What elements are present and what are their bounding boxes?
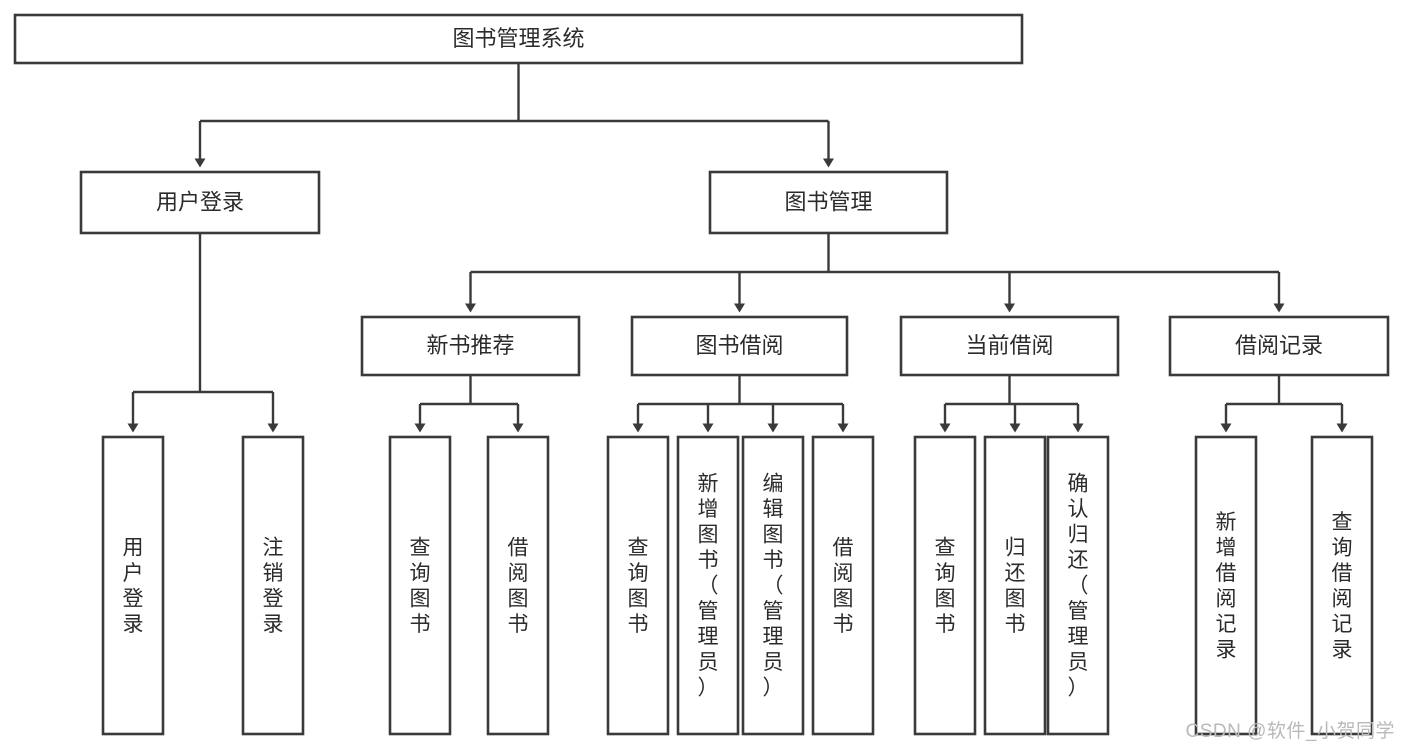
node-label-leaf-add-borrow-record: 新增借阅记录 xyxy=(1216,511,1237,662)
node-label-leaf-confirm-return: 确认归还（管理员） xyxy=(1068,473,1089,700)
node-label-leaf-return-book: 归还图书 xyxy=(1005,536,1026,636)
node-box-leaf-query-book-2 xyxy=(606,435,670,736)
node-leaf-borrow-book-2[interactable]: 借阅图书 xyxy=(811,435,875,736)
node-label-leaf-query-book-2: 查询图书 xyxy=(628,536,649,636)
node-leaf-query-book-1[interactable]: 查询图书 xyxy=(388,435,452,736)
node-leaf-user-login[interactable]: 用户登录 xyxy=(101,435,165,736)
node-new-book-recommend[interactable]: 新书推荐 xyxy=(360,315,581,377)
connector-layer xyxy=(127,63,1348,433)
node-layer: 图书管理系统用户登录图书管理新书推荐图书借阅当前借阅借阅记录用户登录注销登录查询… xyxy=(13,13,1390,736)
node-root[interactable]: 图书管理系统 xyxy=(13,13,1024,65)
node-box-leaf-borrow-book-2 xyxy=(811,435,875,736)
node-box-book-borrow xyxy=(630,315,849,377)
node-user-login[interactable]: 用户登录 xyxy=(79,170,321,235)
node-box-leaf-query-book-1 xyxy=(388,435,452,736)
node-label-new-book-recommend: 新书推荐 xyxy=(426,333,514,358)
node-box-root xyxy=(13,13,1024,65)
node-label-leaf-query-book-1: 查询图书 xyxy=(410,536,431,636)
node-box-leaf-borrow-book-1 xyxy=(486,435,550,736)
node-label-leaf-edit-book: 编辑图书（管理员） xyxy=(763,473,784,700)
node-box-leaf-query-borrow-record xyxy=(1310,435,1374,736)
node-current-borrow[interactable]: 当前借阅 xyxy=(899,315,1120,377)
node-leaf-borrow-book-1[interactable]: 借阅图书 xyxy=(486,435,550,736)
node-box-leaf-user-logout xyxy=(241,435,305,736)
node-leaf-add-borrow-record[interactable]: 新增借阅记录 xyxy=(1194,435,1258,736)
node-label-leaf-user-login: 用户登录 xyxy=(123,536,144,636)
node-box-new-book-recommend xyxy=(360,315,581,377)
node-leaf-query-borrow-record[interactable]: 查询借阅记录 xyxy=(1310,435,1374,736)
watermark-text: CSDN @软件_小贺同学 xyxy=(1185,721,1395,742)
node-borrow-record[interactable]: 借阅记录 xyxy=(1168,315,1390,377)
node-leaf-return-book[interactable]: 归还图书 xyxy=(983,435,1047,736)
node-label-leaf-add-book: 新增图书（管理员） xyxy=(698,473,719,700)
node-label-current-borrow: 当前借阅 xyxy=(965,333,1053,358)
node-box-leaf-edit-book xyxy=(741,435,805,736)
node-box-leaf-user-login xyxy=(101,435,165,736)
node-label-leaf-query-book-3: 查询图书 xyxy=(935,536,956,636)
node-box-user-login xyxy=(79,170,321,235)
node-label-leaf-user-logout: 注销登录 xyxy=(263,536,284,636)
node-label-book-borrow: 图书借阅 xyxy=(695,333,783,358)
node-label-borrow-record: 借阅记录 xyxy=(1235,333,1323,358)
node-box-leaf-return-book xyxy=(983,435,1047,736)
node-box-leaf-add-borrow-record xyxy=(1194,435,1258,736)
node-book-borrow[interactable]: 图书借阅 xyxy=(630,315,849,377)
node-leaf-query-book-3[interactable]: 查询图书 xyxy=(913,435,977,736)
node-label-book-manage: 图书管理 xyxy=(784,189,872,214)
node-box-leaf-confirm-return xyxy=(1046,435,1110,736)
node-leaf-user-logout[interactable]: 注销登录 xyxy=(241,435,305,736)
node-label-user-login: 用户登录 xyxy=(156,189,244,214)
node-label-leaf-borrow-book-1: 借阅图书 xyxy=(508,536,529,636)
node-label-leaf-borrow-book-2: 借阅图书 xyxy=(833,536,854,636)
node-leaf-query-book-2[interactable]: 查询图书 xyxy=(606,435,670,736)
node-leaf-confirm-return[interactable]: 确认归还（管理员） xyxy=(1046,435,1110,736)
node-box-current-borrow xyxy=(899,315,1120,377)
node-label-leaf-query-borrow-record: 查询借阅记录 xyxy=(1332,511,1353,662)
node-label-root: 图书管理系统 xyxy=(452,26,584,51)
node-book-manage[interactable]: 图书管理 xyxy=(708,170,949,235)
node-box-borrow-record xyxy=(1168,315,1390,377)
node-box-book-manage xyxy=(708,170,949,235)
node-leaf-edit-book[interactable]: 编辑图书（管理员） xyxy=(741,435,805,736)
node-box-leaf-add-book xyxy=(676,435,740,736)
node-leaf-add-book[interactable]: 新增图书（管理员） xyxy=(676,435,740,736)
node-box-leaf-query-book-3 xyxy=(913,435,977,736)
